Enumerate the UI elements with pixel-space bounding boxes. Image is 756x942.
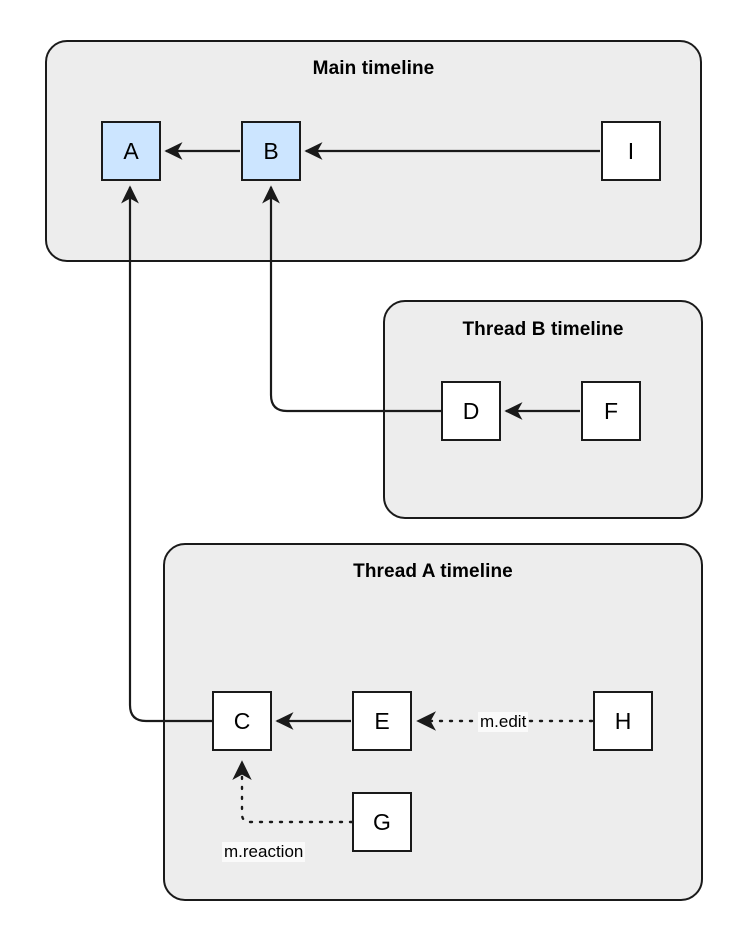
- node-B[interactable]: B: [241, 121, 301, 181]
- node-B-label: B: [263, 137, 279, 164]
- node-A[interactable]: A: [101, 121, 161, 181]
- panel-thread-b-timeline-title: Thread B timeline: [462, 319, 624, 340]
- node-G[interactable]: G: [352, 792, 412, 852]
- node-I[interactable]: I: [601, 121, 661, 181]
- panel-thread-a-timeline-title: Thread A timeline: [353, 561, 513, 582]
- edge-label-m-edit: m.edit: [478, 712, 529, 732]
- node-I-label: I: [627, 137, 635, 164]
- node-E[interactable]: E: [352, 691, 412, 751]
- node-F[interactable]: F: [581, 381, 641, 441]
- node-H-label: H: [614, 707, 632, 734]
- node-D-label: D: [462, 397, 480, 424]
- node-E-label: E: [374, 707, 390, 734]
- panel-main-timeline-title: Main timeline: [312, 58, 435, 79]
- node-C-label: C: [233, 707, 251, 734]
- node-A-label: A: [123, 137, 139, 164]
- node-C[interactable]: C: [212, 691, 272, 751]
- node-D[interactable]: D: [441, 381, 501, 441]
- node-G-label: G: [373, 808, 391, 835]
- edge-label-m-reaction: m.reaction: [222, 842, 306, 862]
- node-H[interactable]: H: [593, 691, 653, 751]
- node-F-label: F: [603, 397, 619, 424]
